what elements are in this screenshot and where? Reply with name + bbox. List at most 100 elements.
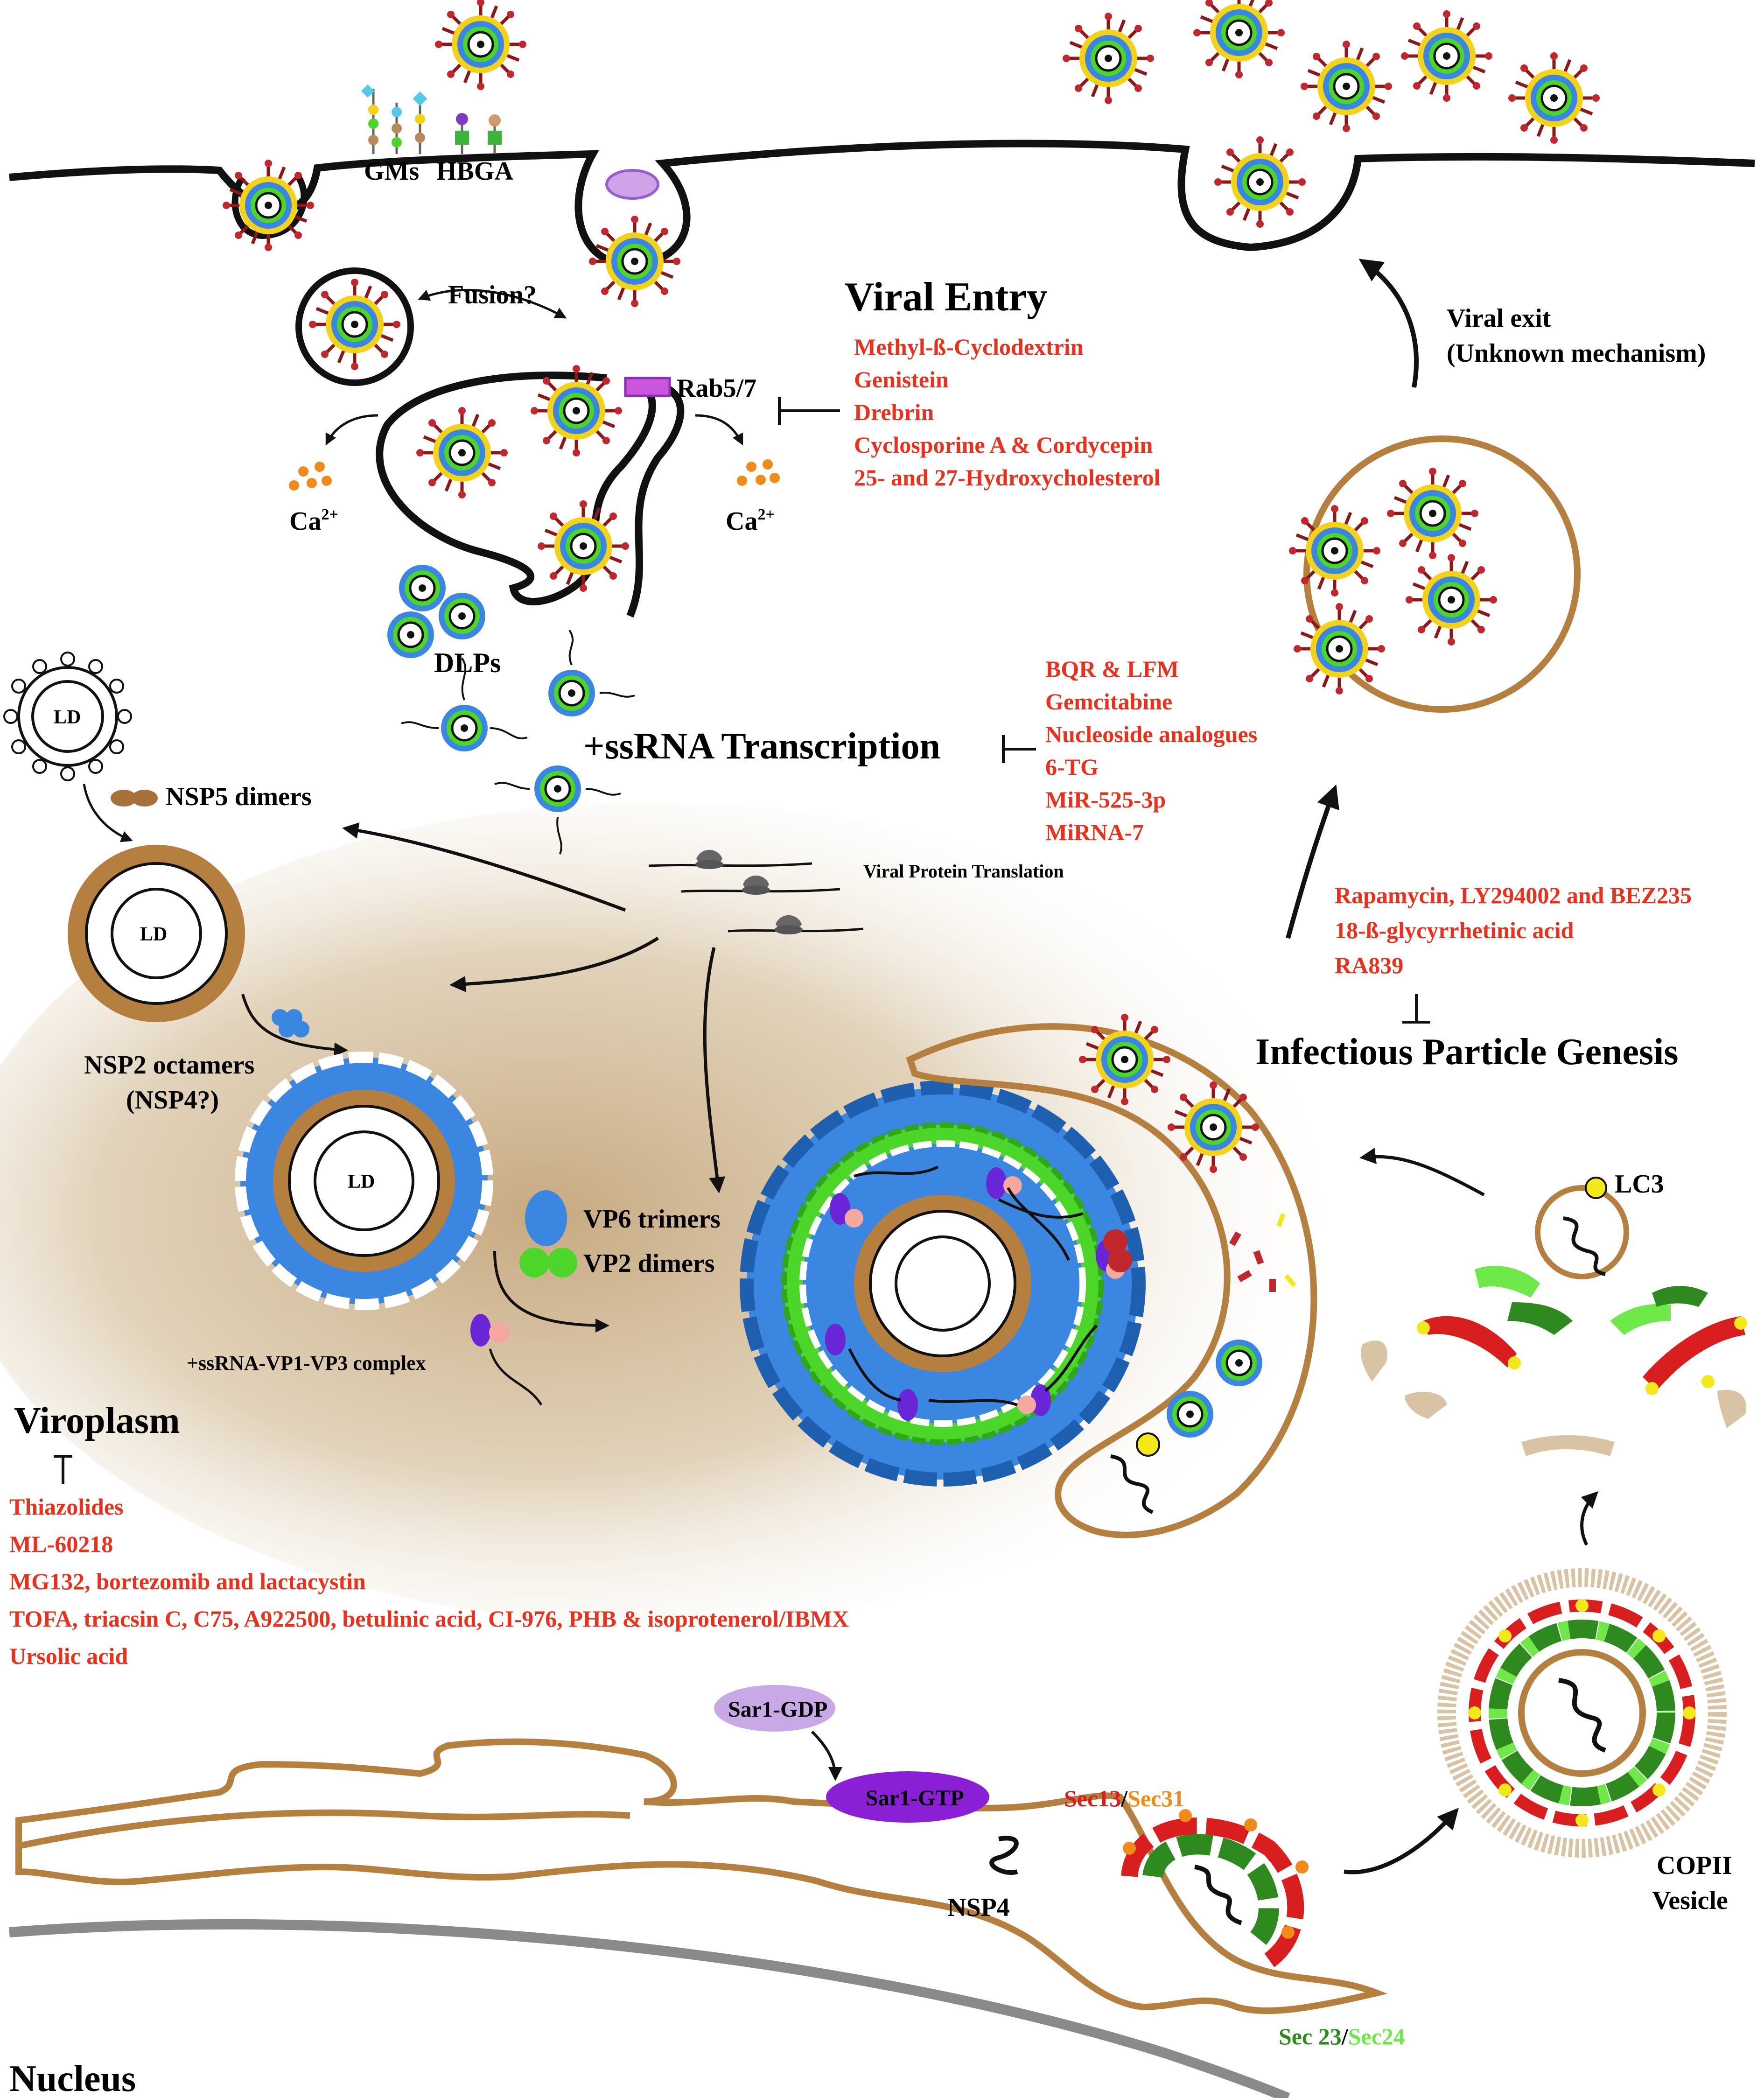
genesis-inhibitor: RA839 bbox=[1335, 952, 1403, 978]
egress-vesicle bbox=[1303, 435, 1581, 713]
ca-left-label: Ca2+ bbox=[289, 506, 338, 536]
gms-label: GMs bbox=[364, 157, 419, 186]
vp6-label: VP6 trimers bbox=[583, 1205, 721, 1234]
lc3-label: LC3 bbox=[1615, 1170, 1664, 1199]
viroplasm-inhibitor-list: Thiazolides ML-60218 MG132, bortezomib a… bbox=[9, 1494, 849, 1669]
dlp-icon bbox=[387, 611, 434, 658]
lipid-droplet-nsp2 bbox=[235, 1052, 493, 1310]
virion-icon bbox=[538, 500, 629, 592]
virion-icon bbox=[309, 279, 400, 370]
nsp4-question-label: (NSP4?) bbox=[126, 1086, 219, 1115]
endoplasmic-reticulum bbox=[15, 1738, 1388, 2014]
dlp-icon bbox=[1216, 1340, 1262, 1386]
entry-inhibitor: Drebrin bbox=[854, 399, 934, 425]
hbga-label: HBGA bbox=[436, 157, 513, 186]
ca-right-label: Ca2+ bbox=[726, 506, 775, 536]
virion-icon bbox=[1079, 1014, 1170, 1105]
transcription-inhibitor: MiRNA-7 bbox=[1045, 819, 1144, 845]
sec13-sec31-label: Sec13/Sec31 bbox=[1064, 1785, 1184, 1811]
nsp2-label: NSP2 octamers bbox=[84, 1051, 254, 1080]
transcription-inhibitor-list: BQR & LFM Gemcitabine Nucleoside analogu… bbox=[1045, 656, 1257, 845]
dlp-icon bbox=[439, 593, 485, 639]
dlp-icon bbox=[399, 565, 446, 611]
virion-icon bbox=[1214, 136, 1306, 228]
virion-icon bbox=[1168, 1081, 1259, 1173]
genesis-inhibitor: 18-ß-glycyrrhetinic acid bbox=[1335, 917, 1574, 943]
nsp4-icon bbox=[989, 1836, 1019, 1875]
viroplasm-title: Viroplasm bbox=[14, 1400, 180, 1441]
endosome bbox=[376, 372, 656, 605]
sar1-gtp bbox=[826, 1771, 989, 1823]
nsp5-dimer-icon bbox=[111, 790, 158, 807]
dlp-icon bbox=[1167, 1391, 1213, 1438]
viroplasm-structure bbox=[740, 1081, 1146, 1487]
translation-label: Viral Protein Translation bbox=[863, 861, 1064, 882]
released-proteins bbox=[1229, 1231, 1276, 1292]
rab-marker bbox=[624, 377, 671, 397]
viral-entry-title: Viral Entry bbox=[845, 274, 1047, 320]
nsp5-label: NSP5 dimers bbox=[166, 782, 312, 811]
virion-icon bbox=[1508, 52, 1600, 144]
viroplasm-inhibitor: ML-60218 bbox=[9, 1531, 113, 1557]
copii-vesicle bbox=[1437, 1568, 1727, 1858]
virion-icon bbox=[531, 365, 622, 456]
transcription-inhibitor: Gemcitabine bbox=[1045, 688, 1172, 715]
genesis-title: Infectious Particle Genesis bbox=[1255, 1031, 1678, 1073]
virion-icon bbox=[589, 216, 680, 307]
entry-inhibitor: Methyl-ß-Cyclodextrin bbox=[854, 334, 1084, 360]
transcription-title: +ssRNA Transcription bbox=[583, 726, 940, 767]
glycan-icon bbox=[361, 84, 502, 154]
viroplasm-inhibitor: Thiazolides bbox=[9, 1494, 123, 1520]
virion-icon bbox=[1193, 0, 1285, 78]
copii-label: COPII bbox=[1657, 1851, 1732, 1880]
sar1-gdp bbox=[714, 1685, 835, 1732]
nsp2-octamer-icon bbox=[272, 1009, 309, 1038]
viroplasm-inhibitor: TOFA, triacsin C, C75, A922500, betulini… bbox=[9, 1606, 849, 1632]
viroplasm-inhibitor: Ursolic acid bbox=[9, 1643, 128, 1669]
entry-inhibitor: 25- and 27-Hydroxycholesterol bbox=[854, 464, 1161, 491]
coat-fragments bbox=[1361, 1265, 1747, 1456]
vp2-dimer-icon bbox=[519, 1248, 577, 1277]
virion-icon bbox=[1289, 505, 1380, 596]
lc3-icon bbox=[1110, 1432, 1160, 1514]
autophagosome-membrane bbox=[906, 1023, 1317, 1538]
rab-label: Rab5/7 bbox=[677, 374, 756, 403]
dlps-label: DLPs bbox=[434, 647, 501, 678]
sec23-sec24-label: Sec 23/Sec24 bbox=[1279, 2023, 1405, 2049]
entry-inhibitor-list: Methyl-ß-Cyclodextrin Genistein Drebrin … bbox=[854, 334, 1161, 491]
complex-label: +ssRNA-VP1-VP3 complex bbox=[187, 1352, 426, 1375]
nuclear-envelope bbox=[9, 1919, 1290, 2098]
virion-icon bbox=[1063, 13, 1154, 104]
virion-icon bbox=[223, 160, 314, 251]
virion-icon bbox=[1387, 468, 1478, 559]
entry-inhibitor: Genistein bbox=[854, 366, 949, 393]
virion-icon bbox=[1406, 554, 1497, 646]
transcribing-dlps bbox=[401, 629, 635, 855]
virion-icon bbox=[1294, 603, 1385, 695]
nucleus-label: Nucleus bbox=[9, 2058, 136, 2098]
entry-inhibitor: Cyclosporine A & Cordycepin bbox=[854, 432, 1153, 458]
viroplasm-inhibitor: MG132, bortezomib and lactacystin bbox=[9, 1568, 366, 1594]
lc3-vesicle bbox=[1535, 1177, 1629, 1279]
vp1-icon bbox=[470, 1314, 491, 1347]
vesicle-label: Vesicle bbox=[1652, 1886, 1728, 1915]
fusion-label: Fusion? bbox=[448, 281, 537, 309]
ld-label: LD bbox=[140, 924, 167, 945]
viral-exit-label: Viral exit bbox=[1447, 304, 1551, 333]
ld-label: LD bbox=[348, 1171, 375, 1193]
vp2-label: VP2 dimers bbox=[583, 1249, 715, 1278]
membrane-pore bbox=[605, 169, 659, 200]
nsp4-label: NSP4 bbox=[947, 1893, 1010, 1922]
lipid-droplet-nsp5 bbox=[68, 845, 245, 1022]
transcription-inhibitor: MiR-525-3p bbox=[1045, 786, 1166, 813]
virion-icon bbox=[1301, 41, 1392, 132]
viral-exit-mechanism-label: (Unknown mechanism) bbox=[1447, 339, 1706, 368]
vp6-trimer-icon bbox=[525, 1190, 567, 1246]
lipid-droplet-icon bbox=[3, 652, 132, 781]
transcription-inhibitor: 6-TG bbox=[1045, 754, 1099, 780]
virion-icon bbox=[1401, 10, 1492, 102]
sar1-gdp-label: Sar1-GDP bbox=[728, 1697, 827, 1722]
calcium-ions bbox=[289, 459, 780, 491]
sar1-gtp-label: Sar1-GTP bbox=[866, 1786, 964, 1810]
